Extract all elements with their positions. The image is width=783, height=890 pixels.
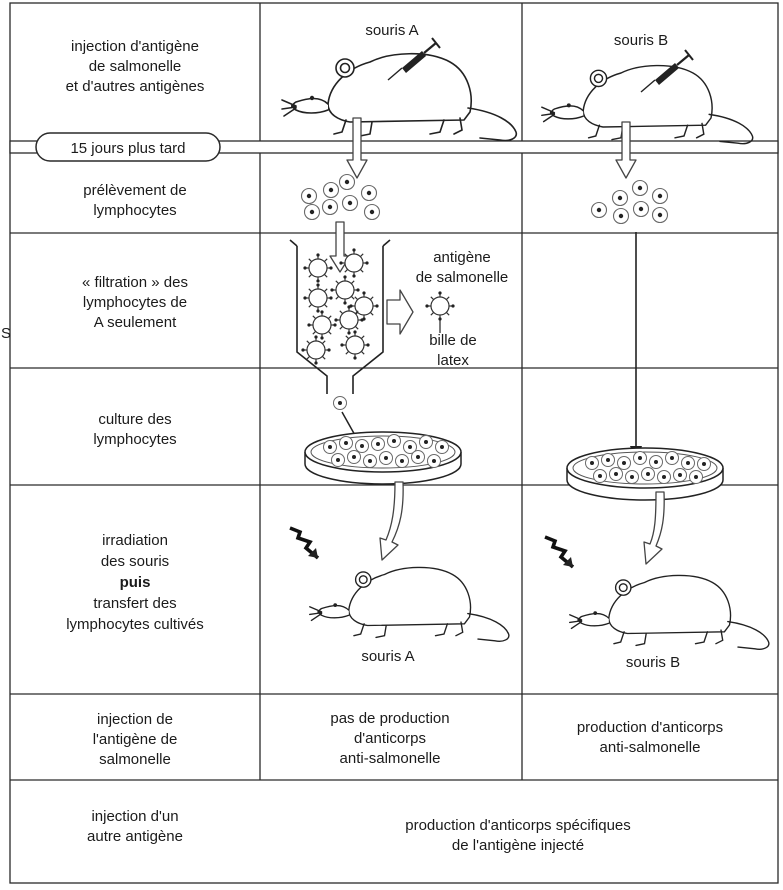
row-other-antigen-line2: autre antigène (87, 828, 183, 845)
mouse-b-irradiated-icon (570, 575, 769, 649)
row-salmonella-line1: injection de (97, 711, 173, 728)
result-b-line1: production d'anticorps (577, 719, 723, 736)
row-injection-line2: de salmonelle (89, 58, 182, 75)
arrow-filter-key (387, 290, 413, 334)
mouse-b-column-top: souris B (542, 32, 753, 144)
mouse-b-bottom-label: souris B (626, 654, 680, 671)
mouse-b-icon (542, 66, 753, 144)
lymphocytes-b-group (592, 181, 668, 224)
timeline-label: 15 jours plus tard (70, 140, 185, 157)
filter-legend: antigène de salmonelle bille de latex (416, 249, 509, 369)
row-irradiation-line4: transfert des (93, 595, 176, 612)
bead-label-line1: bille de (429, 332, 477, 349)
culture-dish-b (567, 448, 723, 500)
result-a-line1: pas de production (330, 710, 449, 727)
bead-label-line2: latex (437, 352, 469, 369)
mouse-a-column-top: souris A (282, 22, 516, 141)
row-salmonella-line2: l'antigène de (93, 731, 178, 748)
mouse-a-bottom: souris A (310, 567, 509, 665)
row-culture-line2: lymphocytes (93, 431, 176, 448)
row-filtration-line1: « filtration » des (82, 274, 188, 291)
row-salmonella-line3: salmonelle (99, 751, 171, 768)
arrow-a-transfer (380, 482, 403, 560)
culture-dish-a (305, 432, 461, 484)
row-sampling-line2: lymphocytes (93, 202, 176, 219)
results: pas de production d'anticorps anti-salmo… (330, 710, 723, 854)
margin-mark: S (1, 325, 11, 342)
mouse-a-irradiated-icon (310, 567, 509, 641)
row-irradiation-line2: des souris (101, 553, 169, 570)
row-culture-line1: culture des (98, 411, 171, 428)
result-both-line1: production d'anticorps spécifiques (405, 817, 631, 834)
row-irradiation-line5: lymphocytes cultivés (66, 616, 204, 633)
mouse-b-top-label: souris B (614, 32, 668, 49)
row-irradiation-line1: irradiation (102, 532, 168, 549)
arrow-b-transfer (644, 492, 664, 564)
antigen-label-line2: de salmonelle (416, 269, 509, 286)
row-sampling-line1: prélèvement de (83, 182, 186, 199)
row-filtration-line3: A seulement (94, 314, 177, 331)
antigen-label-line1: antigène (433, 249, 491, 266)
mouse-a-icon (282, 54, 516, 141)
arrow-b-culture (630, 232, 642, 462)
row-injection-line3: et d'autres antigènes (66, 78, 205, 95)
irradiation-bolt-b-icon (545, 537, 573, 567)
result-a-line2: d'anticorps (354, 730, 426, 747)
mouse-b-bottom: souris B (570, 575, 769, 671)
result-both-line2: de l'antigène injecté (452, 837, 584, 854)
row-filtration-line2: lymphocytes de (83, 294, 187, 311)
timeline-band: 15 jours plus tard (10, 133, 778, 161)
mouse-a-top-label: souris A (365, 22, 418, 39)
latex-bead-icon (425, 291, 454, 320)
row-other-antigen-line1: injection d'un (91, 808, 178, 825)
lymphocytes-a-group (302, 175, 380, 220)
result-b-line2: anti-salmonelle (600, 739, 701, 756)
row-irradiation-line3: puis (120, 574, 151, 591)
row-injection-line1: injection d'antigène (71, 38, 199, 55)
result-a-line3: anti-salmonelle (340, 750, 441, 767)
mouse-a-bottom-label: souris A (361, 648, 414, 665)
irradiation-bolt-a-icon (290, 528, 318, 558)
